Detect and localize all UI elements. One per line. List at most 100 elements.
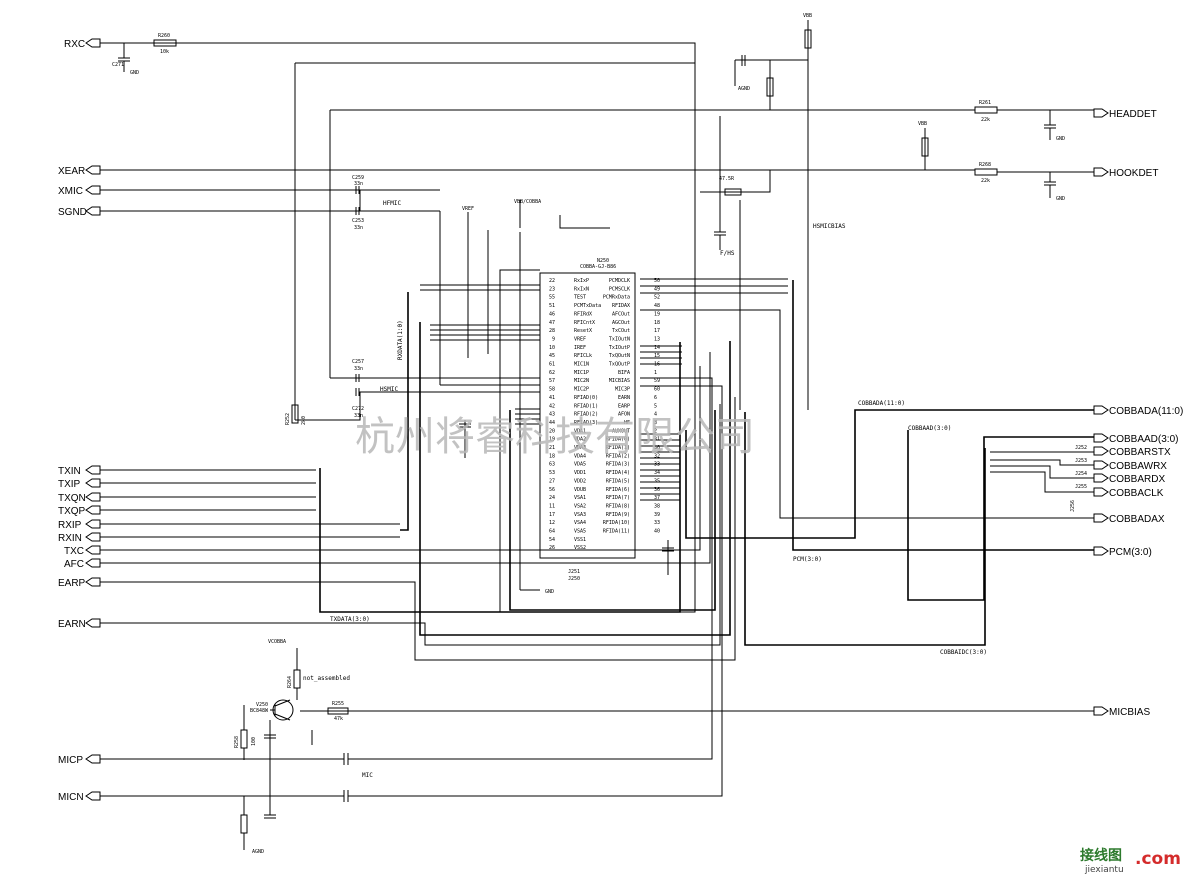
port-txqn[interactable]: TXQN [58,492,101,504]
port-sgnd[interactable]: SGND [58,206,101,218]
port-label-micp: MICP [58,755,83,766]
chip-pin-name: RFIDA(5) [606,478,630,484]
chip-pin-number: 31 [654,437,660,443]
chip-pin-number: 19 [654,311,660,317]
label-c271: C271 [112,62,124,68]
chip-pin-number: 59 [654,378,660,384]
port-rxin[interactable]: RXIN [58,532,101,544]
chip-pin-number: 32 [654,453,660,459]
chip-pin-name: VREF [574,336,586,342]
chip-ref: N250 [597,258,609,264]
port-micbias[interactable]: MICBIAS [1093,706,1150,718]
port-micn[interactable]: MICN [58,791,101,803]
port-label-earn: EARN [58,619,86,630]
chip-pin-number: 64 [549,529,555,535]
chip-pin-name: RFIDA(7) [606,495,630,501]
port-label-txqp: TXQP [58,506,86,517]
label-j256: J256 [1070,500,1076,512]
label-j253: J253 [1075,458,1087,464]
label-c253: C253 [352,218,364,224]
chip-pin-name: RFIDAX [612,303,630,309]
chip-pin-number: 24 [549,495,555,501]
port-label-xear: XEAR [58,166,85,177]
net-label-cobbada: COBBADA(11:0) [858,400,905,407]
port-txin[interactable]: TXIN [58,465,101,477]
port-xmic[interactable]: XMIC [58,185,101,197]
port-cobbada[interactable]: COBBADA(11:0) [1093,405,1183,417]
chip-pin-name: PCMTxData [574,303,601,309]
chip-pin-name: VSA3 [574,512,586,518]
label-j251: J251 [568,569,580,575]
port-cobbardx[interactable]: COBBARDX [1093,473,1165,485]
chip-pin-number: 12 [549,520,555,526]
chip-pin-number: 60 [654,387,660,393]
net-label-pcm: PCM(3:0) [793,556,822,563]
chip-pin-number: 30 [654,445,660,451]
port-rxc[interactable]: RXC [64,38,101,50]
port-cobbaad[interactable]: COBBAAD(3:0) [1093,433,1178,445]
chip-pin-number: 42 [549,403,555,409]
chip-pin-number: 18 [654,320,660,326]
chip-pin-number: 61 [549,362,555,368]
chip-pin-name: AFON [618,412,630,418]
net-label-gnd-headdet: GND [1056,136,1065,142]
label-r261: R261 [979,100,991,106]
port-txip[interactable]: TXIP [58,478,101,490]
label-r252: R252 [285,413,291,425]
value-v250: BC848W [250,708,269,714]
port-rxip[interactable]: RXIP [58,519,101,531]
chip-pin-number: 49 [654,286,660,292]
chip-pin-number: 28 [549,328,555,334]
chip-pin-number: 21 [549,445,555,451]
chip-pin-name: MIC2P [574,387,589,393]
chip-pin-name: VSA5 [574,529,586,535]
chip-pin-number: 15 [654,353,660,359]
chip-pin-number: 10 [549,345,555,351]
label-r258: R258 [234,736,240,748]
port-earp[interactable]: EARP [58,577,101,589]
port-label-txc: TXC [64,546,84,557]
port-hookdet[interactable]: HOOKDET [1093,167,1158,179]
label-j250: J250 [568,576,580,582]
port-label-cobbadax: COBBADAX [1109,514,1165,525]
value-r252: 2k0 [301,416,307,425]
net-label-rxdata: RXDATA(1:0) [397,320,404,360]
chip-pin-name: HF [624,420,630,426]
port-pcm[interactable]: PCM(3:0) [1093,546,1152,558]
port-cobbawrx[interactable]: COBBAWRX [1093,460,1167,472]
port-txc[interactable]: TXC [64,545,101,557]
port-xear[interactable]: XEAR [58,165,101,177]
chip-pin-name: RFIAD(1) [574,403,598,409]
chip-pin-number: 22 [549,278,555,284]
label-c257: C257 [352,359,364,365]
port-label-micbias: MICBIAS [1109,707,1150,718]
chip-pin-name: RFIDA(3) [606,462,630,468]
chip-pin-number: 27 [549,478,555,484]
port-micp[interactable]: MICP [58,754,101,766]
chip-pin-name: RxIxP [574,278,589,284]
port-cobbaclk[interactable]: COBBACLK [1093,487,1164,499]
chip-pin-number: 14 [654,345,660,351]
port-earn[interactable]: EARN [58,618,101,630]
chip-pin-number: 45 [549,353,555,359]
chip-pin-number: 63 [549,462,555,468]
chip-pin-name: EARP [618,403,630,409]
watermark-com: .com [1135,849,1181,869]
chip-pin-name: RFIAD(3) [574,420,598,426]
chip-pin-number: 4 [654,412,657,418]
connector-labels: J251 J250 J252 J253 J254 J255 J256 [568,445,1087,582]
port-cobbarstx[interactable]: COBBARSTX [1093,446,1171,458]
port-txqp[interactable]: TXQP [58,505,101,517]
net-label-vbb-cobba: VBB/COBBA [514,199,541,205]
port-headdet[interactable]: HEADDET [1093,108,1157,120]
chip-pin-number: 20 [549,428,555,434]
port-cobbadax[interactable]: COBBADAX [1093,513,1165,525]
port-afc[interactable]: AFC [64,558,101,570]
chip-pin-name: VDA1 [574,428,586,434]
label-r260: R260 [158,33,170,39]
chip-pin-number: 34 [654,470,660,476]
net-label-hsmic: HSMIC [380,386,398,393]
chip-pin-name: RFIAD(2) [574,412,598,418]
chip-pin-name: PCMDCLK [609,278,630,284]
port-label-hookdet: HOOKDET [1109,168,1158,179]
